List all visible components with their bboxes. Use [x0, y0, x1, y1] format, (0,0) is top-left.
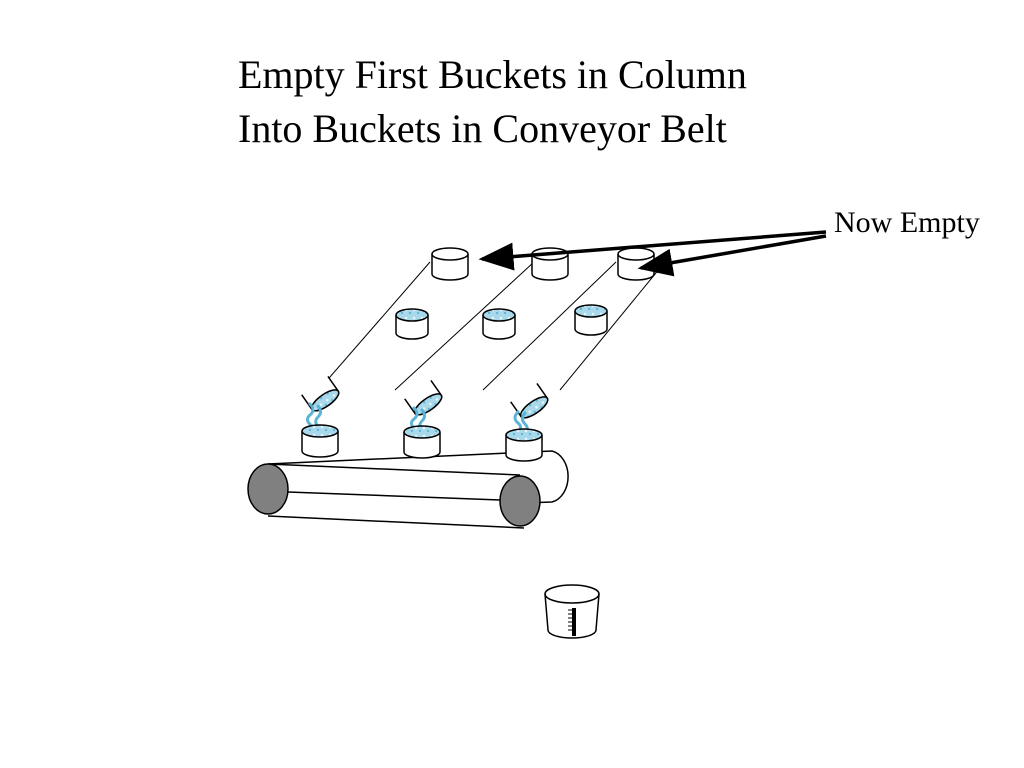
belt-bucket — [301, 424, 339, 458]
roller-left — [247, 463, 289, 515]
full-bucket — [395, 308, 429, 340]
arrow-icon — [478, 230, 827, 277]
belt-bucket — [403, 425, 441, 459]
title-line-1: Empty First Buckets in Column — [238, 52, 747, 97]
pouring-bucket — [510, 383, 549, 419]
now-empty-label: Now Empty — [834, 206, 980, 239]
empty-bucket — [617, 247, 655, 281]
empty-bucket — [431, 247, 469, 281]
full-bucket — [482, 308, 516, 340]
water-stream — [305, 402, 529, 435]
measuring-cup-icon — [544, 584, 600, 639]
page-title: Empty First Buckets in Column Into Bucke… — [238, 48, 747, 156]
column-lines — [322, 261, 661, 391]
belt-bucket — [505, 428, 543, 462]
pouring-bucket — [301, 376, 340, 412]
full-bucket — [574, 304, 608, 336]
conveyor-belt — [247, 450, 569, 529]
roller-right — [499, 475, 541, 527]
title-line-2: Into Buckets in Conveyor Belt — [238, 106, 727, 151]
